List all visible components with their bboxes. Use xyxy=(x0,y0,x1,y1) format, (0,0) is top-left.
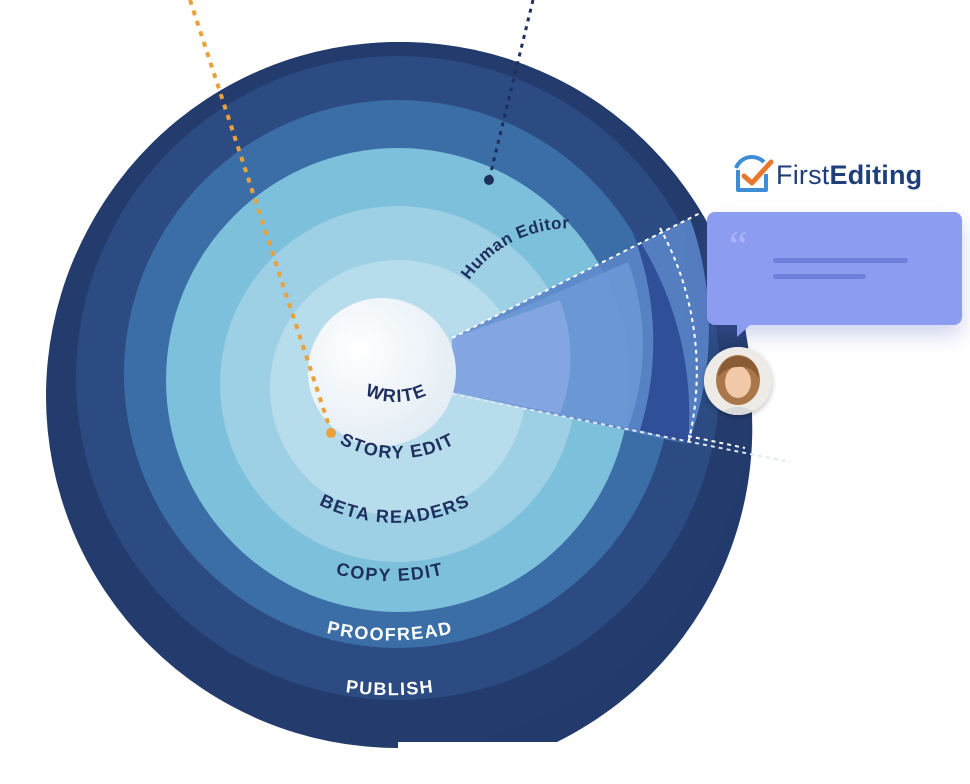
core-write xyxy=(308,298,456,446)
quote-icon: “ xyxy=(729,224,748,270)
navy-dot xyxy=(484,175,494,185)
connector-navy xyxy=(487,0,535,181)
editor-avatar xyxy=(704,347,772,415)
person-icon xyxy=(704,347,772,415)
connector-arc xyxy=(659,227,698,445)
label-publish: PUBLISH xyxy=(345,676,435,699)
logo-check-icon xyxy=(734,154,774,192)
orange-dot xyxy=(326,428,336,438)
placeholder-line xyxy=(773,274,866,279)
connector-orange xyxy=(188,0,333,433)
connector-white-bottom xyxy=(451,393,791,463)
testimonial-card: “ xyxy=(707,212,962,337)
card-tail xyxy=(737,324,751,337)
connector-white-top xyxy=(451,197,731,339)
brand-name-bold: Editing xyxy=(829,159,923,190)
placeholder-line xyxy=(773,258,908,263)
brand-name-light: First xyxy=(776,159,830,190)
firstediting-logo: FirstEditing xyxy=(730,150,922,200)
